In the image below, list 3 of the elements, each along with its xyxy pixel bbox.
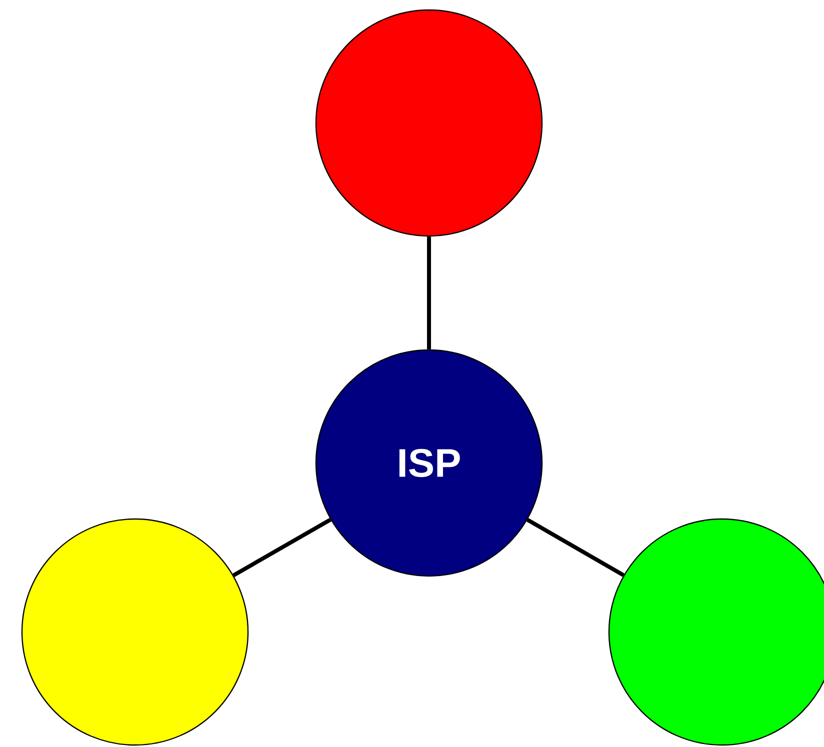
- circle: [21, 518, 249, 746]
- circle: [315, 9, 543, 237]
- circle: [608, 518, 824, 746]
